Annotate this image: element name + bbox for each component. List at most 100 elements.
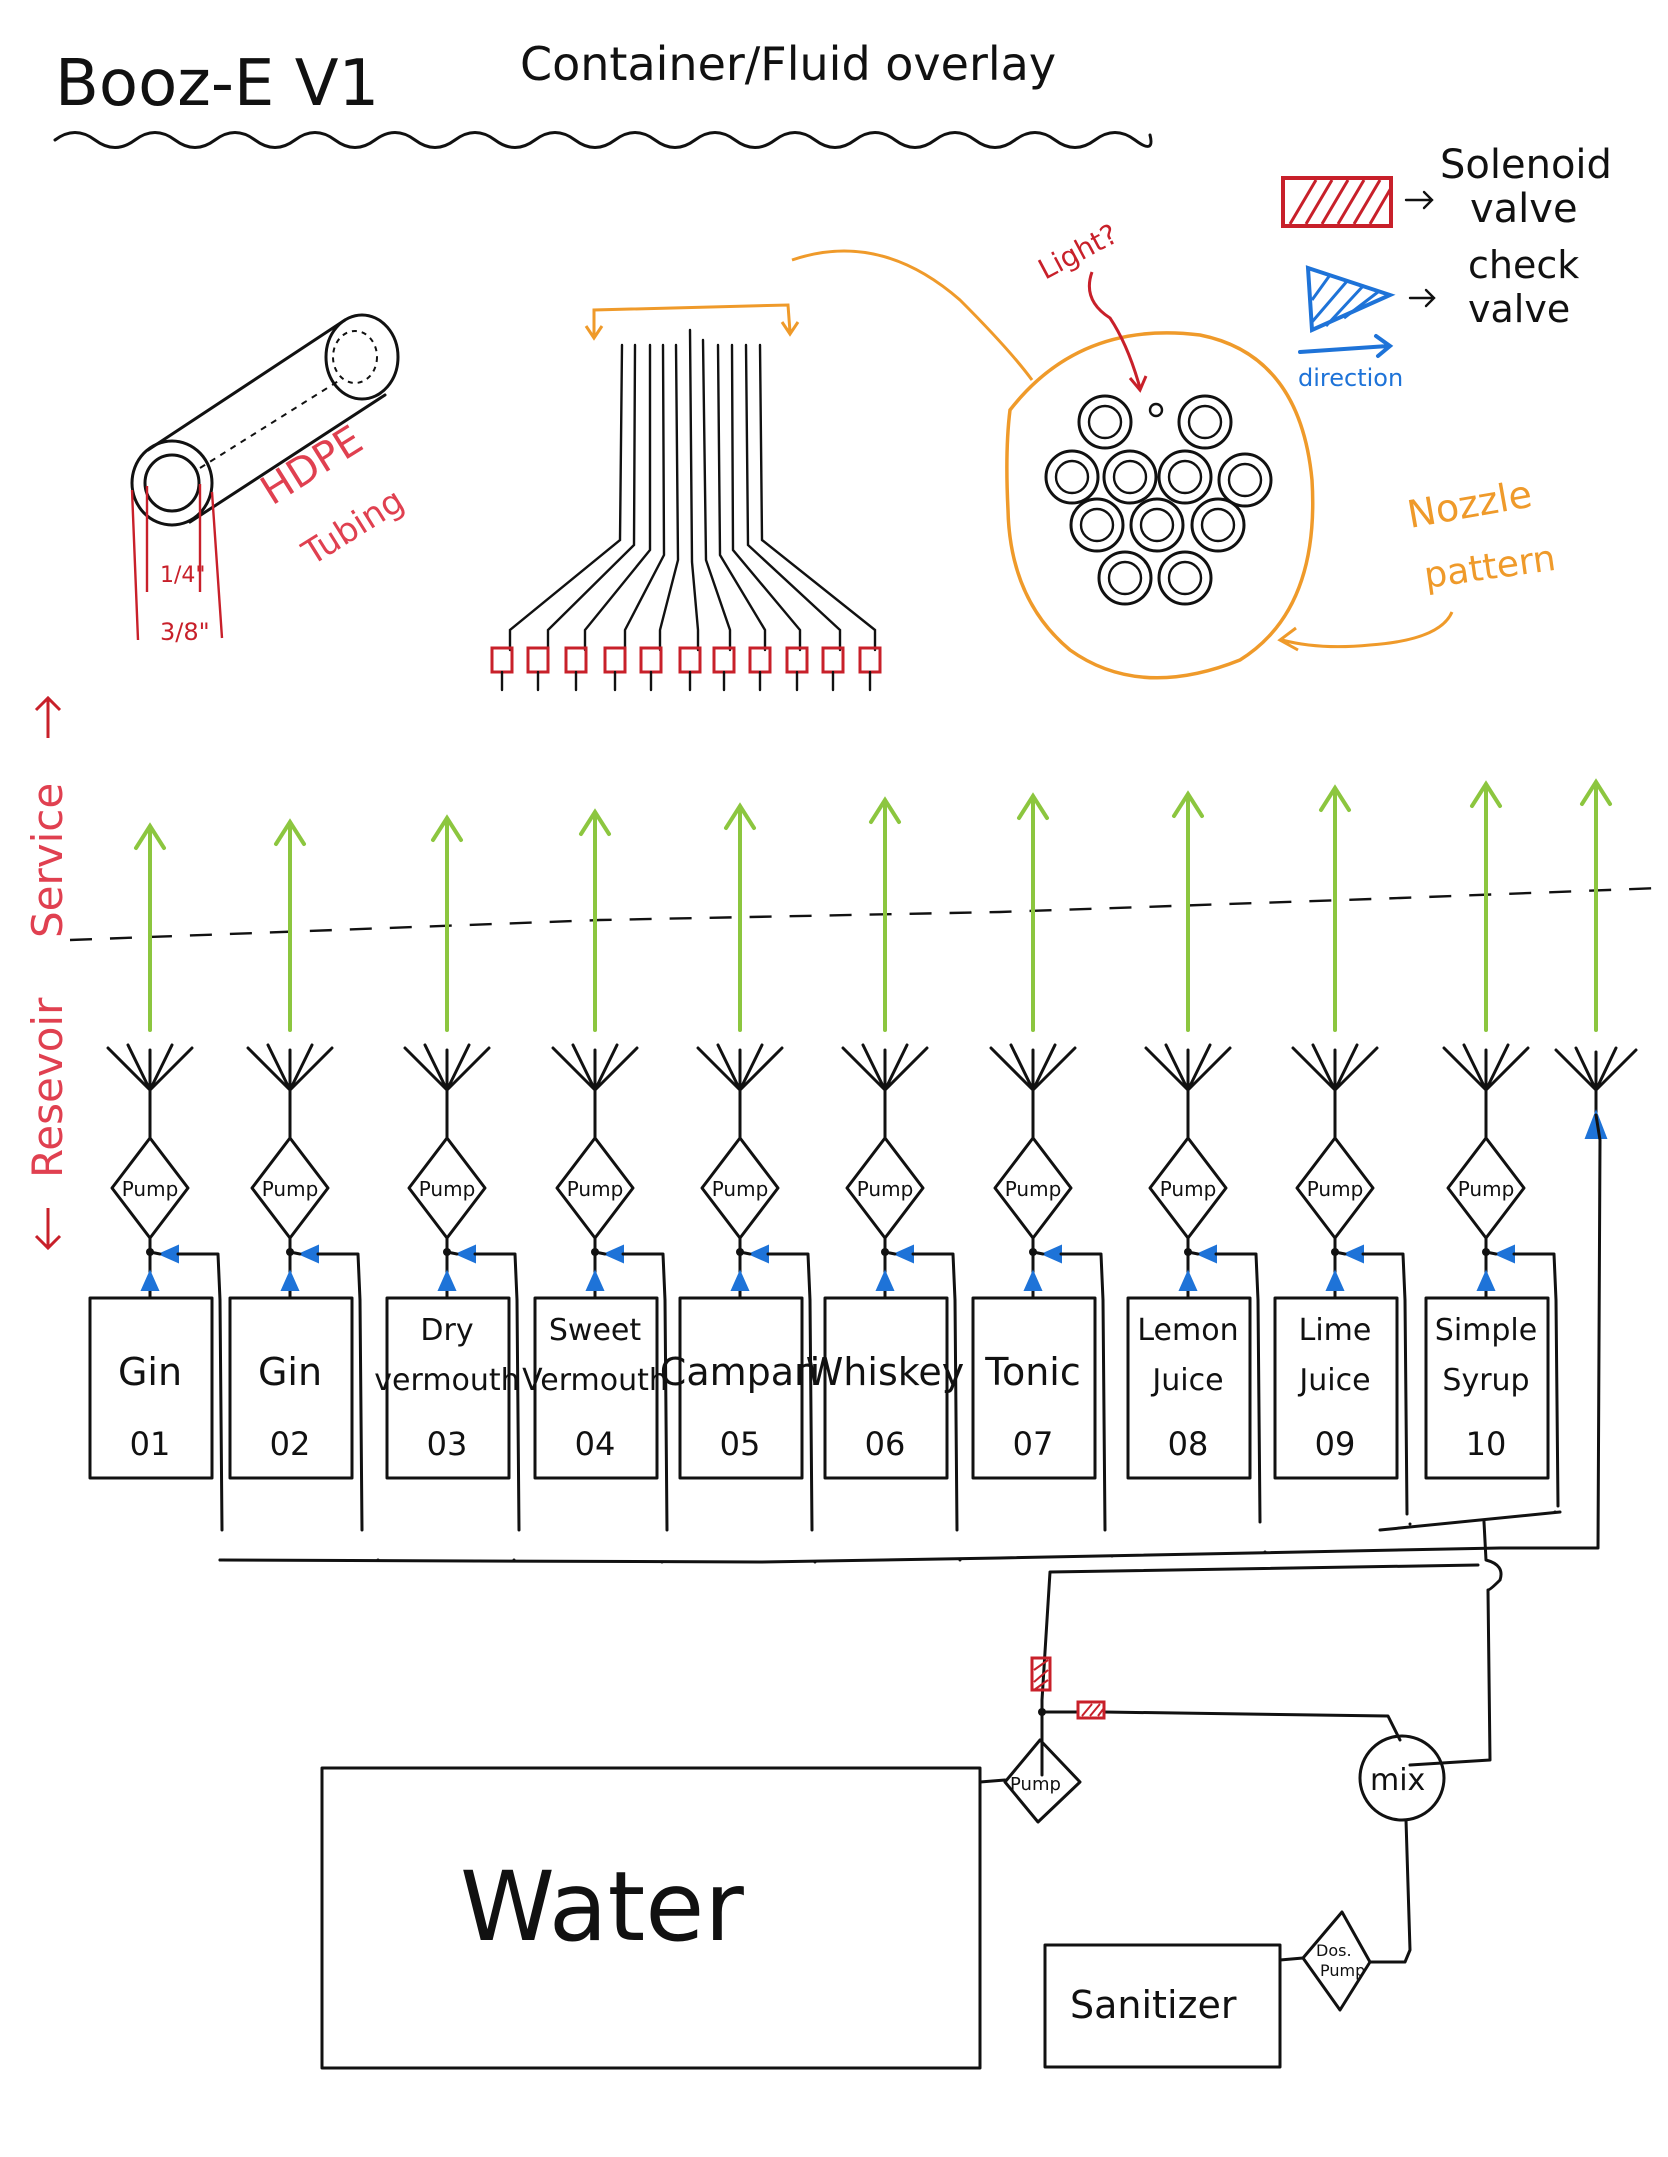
solenoid-valve-icon bbox=[1281, 176, 1393, 228]
tube-body bbox=[146, 318, 387, 524]
solenoid-valve-icon bbox=[564, 646, 588, 674]
check-valve-icon bbox=[1023, 1269, 1043, 1291]
tube-far-end bbox=[324, 313, 400, 401]
check-valve-icon bbox=[297, 1244, 319, 1264]
check-valve-icon bbox=[730, 1269, 750, 1291]
nozzle-fan-icon bbox=[1291, 1043, 1379, 1140]
manifold-to-nozzle-arrow bbox=[791, 249, 1034, 381]
container-box bbox=[971, 1296, 1097, 1480]
water-label: Water bbox=[460, 1851, 744, 1963]
inner-dimension-label: 1/4" bbox=[160, 563, 206, 588]
nozzle-fan-icon bbox=[696, 1043, 784, 1140]
side-label-service: Service bbox=[23, 783, 72, 938]
return-line bbox=[1333, 1250, 1409, 1516]
check-valve-icon bbox=[1584, 1109, 1608, 1139]
container-name-line2: vermouth bbox=[374, 1363, 519, 1398]
flow-arrow-icon bbox=[1580, 778, 1612, 1032]
water-to-mix-line bbox=[1040, 1710, 1402, 1742]
dosing-pump-diamond bbox=[1301, 1910, 1372, 2012]
container-name-line2: Juice bbox=[1150, 1363, 1223, 1398]
junction-dot bbox=[1038, 1708, 1046, 1716]
solenoid-valve-icon bbox=[858, 646, 882, 674]
flow-arrow-icon bbox=[134, 822, 166, 1032]
check-valve-icon bbox=[1325, 1269, 1345, 1291]
container-name-line1: Lime bbox=[1299, 1313, 1372, 1348]
tube-end-outer bbox=[130, 439, 214, 527]
solenoid-valve-icon bbox=[712, 646, 736, 674]
check-valve-icon bbox=[1195, 1244, 1217, 1264]
container-name-line1: Dry bbox=[420, 1313, 473, 1348]
manifold-sketch bbox=[490, 249, 1034, 692]
tube-far-inner bbox=[332, 330, 378, 384]
arrow-icon bbox=[1404, 190, 1434, 210]
light-label: Light? bbox=[1033, 217, 1123, 286]
light-hole bbox=[1148, 402, 1164, 418]
container-number: 05 bbox=[720, 1425, 761, 1463]
solenoid-valve-icon bbox=[639, 646, 663, 674]
flow-arrow-icon bbox=[274, 818, 306, 1032]
return-line bbox=[738, 1250, 814, 1532]
legend-direction-label: direction bbox=[1298, 364, 1403, 392]
container-name-line1: Gin bbox=[118, 1350, 182, 1394]
side-label-reservoir: Resevoir bbox=[23, 997, 72, 1178]
flow-arrow-icon bbox=[1319, 784, 1351, 1032]
container-name-line1: Whiskey bbox=[806, 1350, 965, 1394]
container-box bbox=[88, 1296, 214, 1480]
lower-plumbing: Pump Water mix Dos. Pump Sanitizer bbox=[320, 1520, 1503, 2070]
container-number: 07 bbox=[1013, 1425, 1054, 1463]
nozzle-pattern-arrow bbox=[1277, 611, 1454, 652]
check-valve-icon bbox=[140, 1269, 160, 1291]
solenoid-valve-icon bbox=[678, 646, 702, 674]
flow-arrow-icon bbox=[1017, 792, 1049, 1032]
pump-label: Pump bbox=[1307, 1177, 1364, 1201]
check-valve-icon bbox=[1493, 1244, 1515, 1264]
pump-label: Pump bbox=[122, 1177, 179, 1201]
return-line bbox=[593, 1250, 669, 1532]
bus-upper-line bbox=[1378, 1510, 1562, 1532]
container-name-line2: Juice bbox=[1297, 1363, 1370, 1398]
dosing-pump-label-1: Dos. bbox=[1316, 1941, 1352, 1960]
container-name-line2: Syrup bbox=[1442, 1363, 1529, 1398]
dosing-pump-label-2: Pump bbox=[1320, 1961, 1365, 1980]
pump-label: Pump bbox=[1005, 1177, 1062, 1201]
rinse-line bbox=[1040, 1563, 1480, 1777]
direction-arrow-icon bbox=[1298, 334, 1394, 358]
container-box bbox=[228, 1296, 354, 1480]
return-line bbox=[883, 1250, 959, 1532]
return-line bbox=[148, 1250, 224, 1532]
container-number: 09 bbox=[1315, 1425, 1356, 1463]
pump-label: Pump bbox=[1160, 1177, 1217, 1201]
tube-end-inner bbox=[143, 453, 201, 513]
solenoid-valve-icon bbox=[821, 646, 845, 674]
container-number: 03 bbox=[427, 1425, 468, 1463]
tubing-label-1: HDPE bbox=[253, 417, 371, 514]
container-box bbox=[385, 1296, 511, 1480]
nozzle-holes bbox=[1044, 394, 1273, 606]
water-pump-label: Pump bbox=[1010, 1774, 1061, 1795]
container-box bbox=[678, 1296, 804, 1480]
solenoid-valve-icon bbox=[785, 646, 809, 674]
flow-arrow-icon bbox=[724, 802, 756, 1032]
rinse-nozzle-fan-icon bbox=[1554, 1046, 1638, 1117]
check-valve-icon bbox=[1476, 1269, 1496, 1291]
container-number: 01 bbox=[130, 1425, 171, 1463]
title-underline bbox=[53, 131, 1153, 149]
return-line bbox=[445, 1250, 521, 1532]
check-valve-icon bbox=[602, 1244, 624, 1264]
container-box bbox=[823, 1296, 949, 1480]
solenoid-valve-hatch bbox=[1081, 1703, 1105, 1717]
return-line bbox=[288, 1250, 364, 1532]
legend-check-label-1: check bbox=[1468, 243, 1579, 287]
tube-hidden-edge bbox=[199, 379, 341, 469]
sanitizer-label: Sanitizer bbox=[1070, 1983, 1237, 2027]
container-box bbox=[1424, 1296, 1550, 1480]
solenoid-valve-icon bbox=[1030, 1656, 1052, 1692]
arrow-icon bbox=[1408, 288, 1436, 308]
light-arrow bbox=[1087, 271, 1148, 393]
container-columns: PumpGin01PumpGin02PumpDryvermouth03PumpS… bbox=[88, 778, 1638, 1532]
nozzle-fan-icon bbox=[106, 1043, 194, 1140]
pump-label: Pump bbox=[1458, 1177, 1515, 1201]
water-pump-diamond bbox=[1003, 1738, 1082, 1824]
container-name-line2: Vermouth bbox=[522, 1363, 668, 1398]
side-arrow-left bbox=[34, 1208, 62, 1251]
